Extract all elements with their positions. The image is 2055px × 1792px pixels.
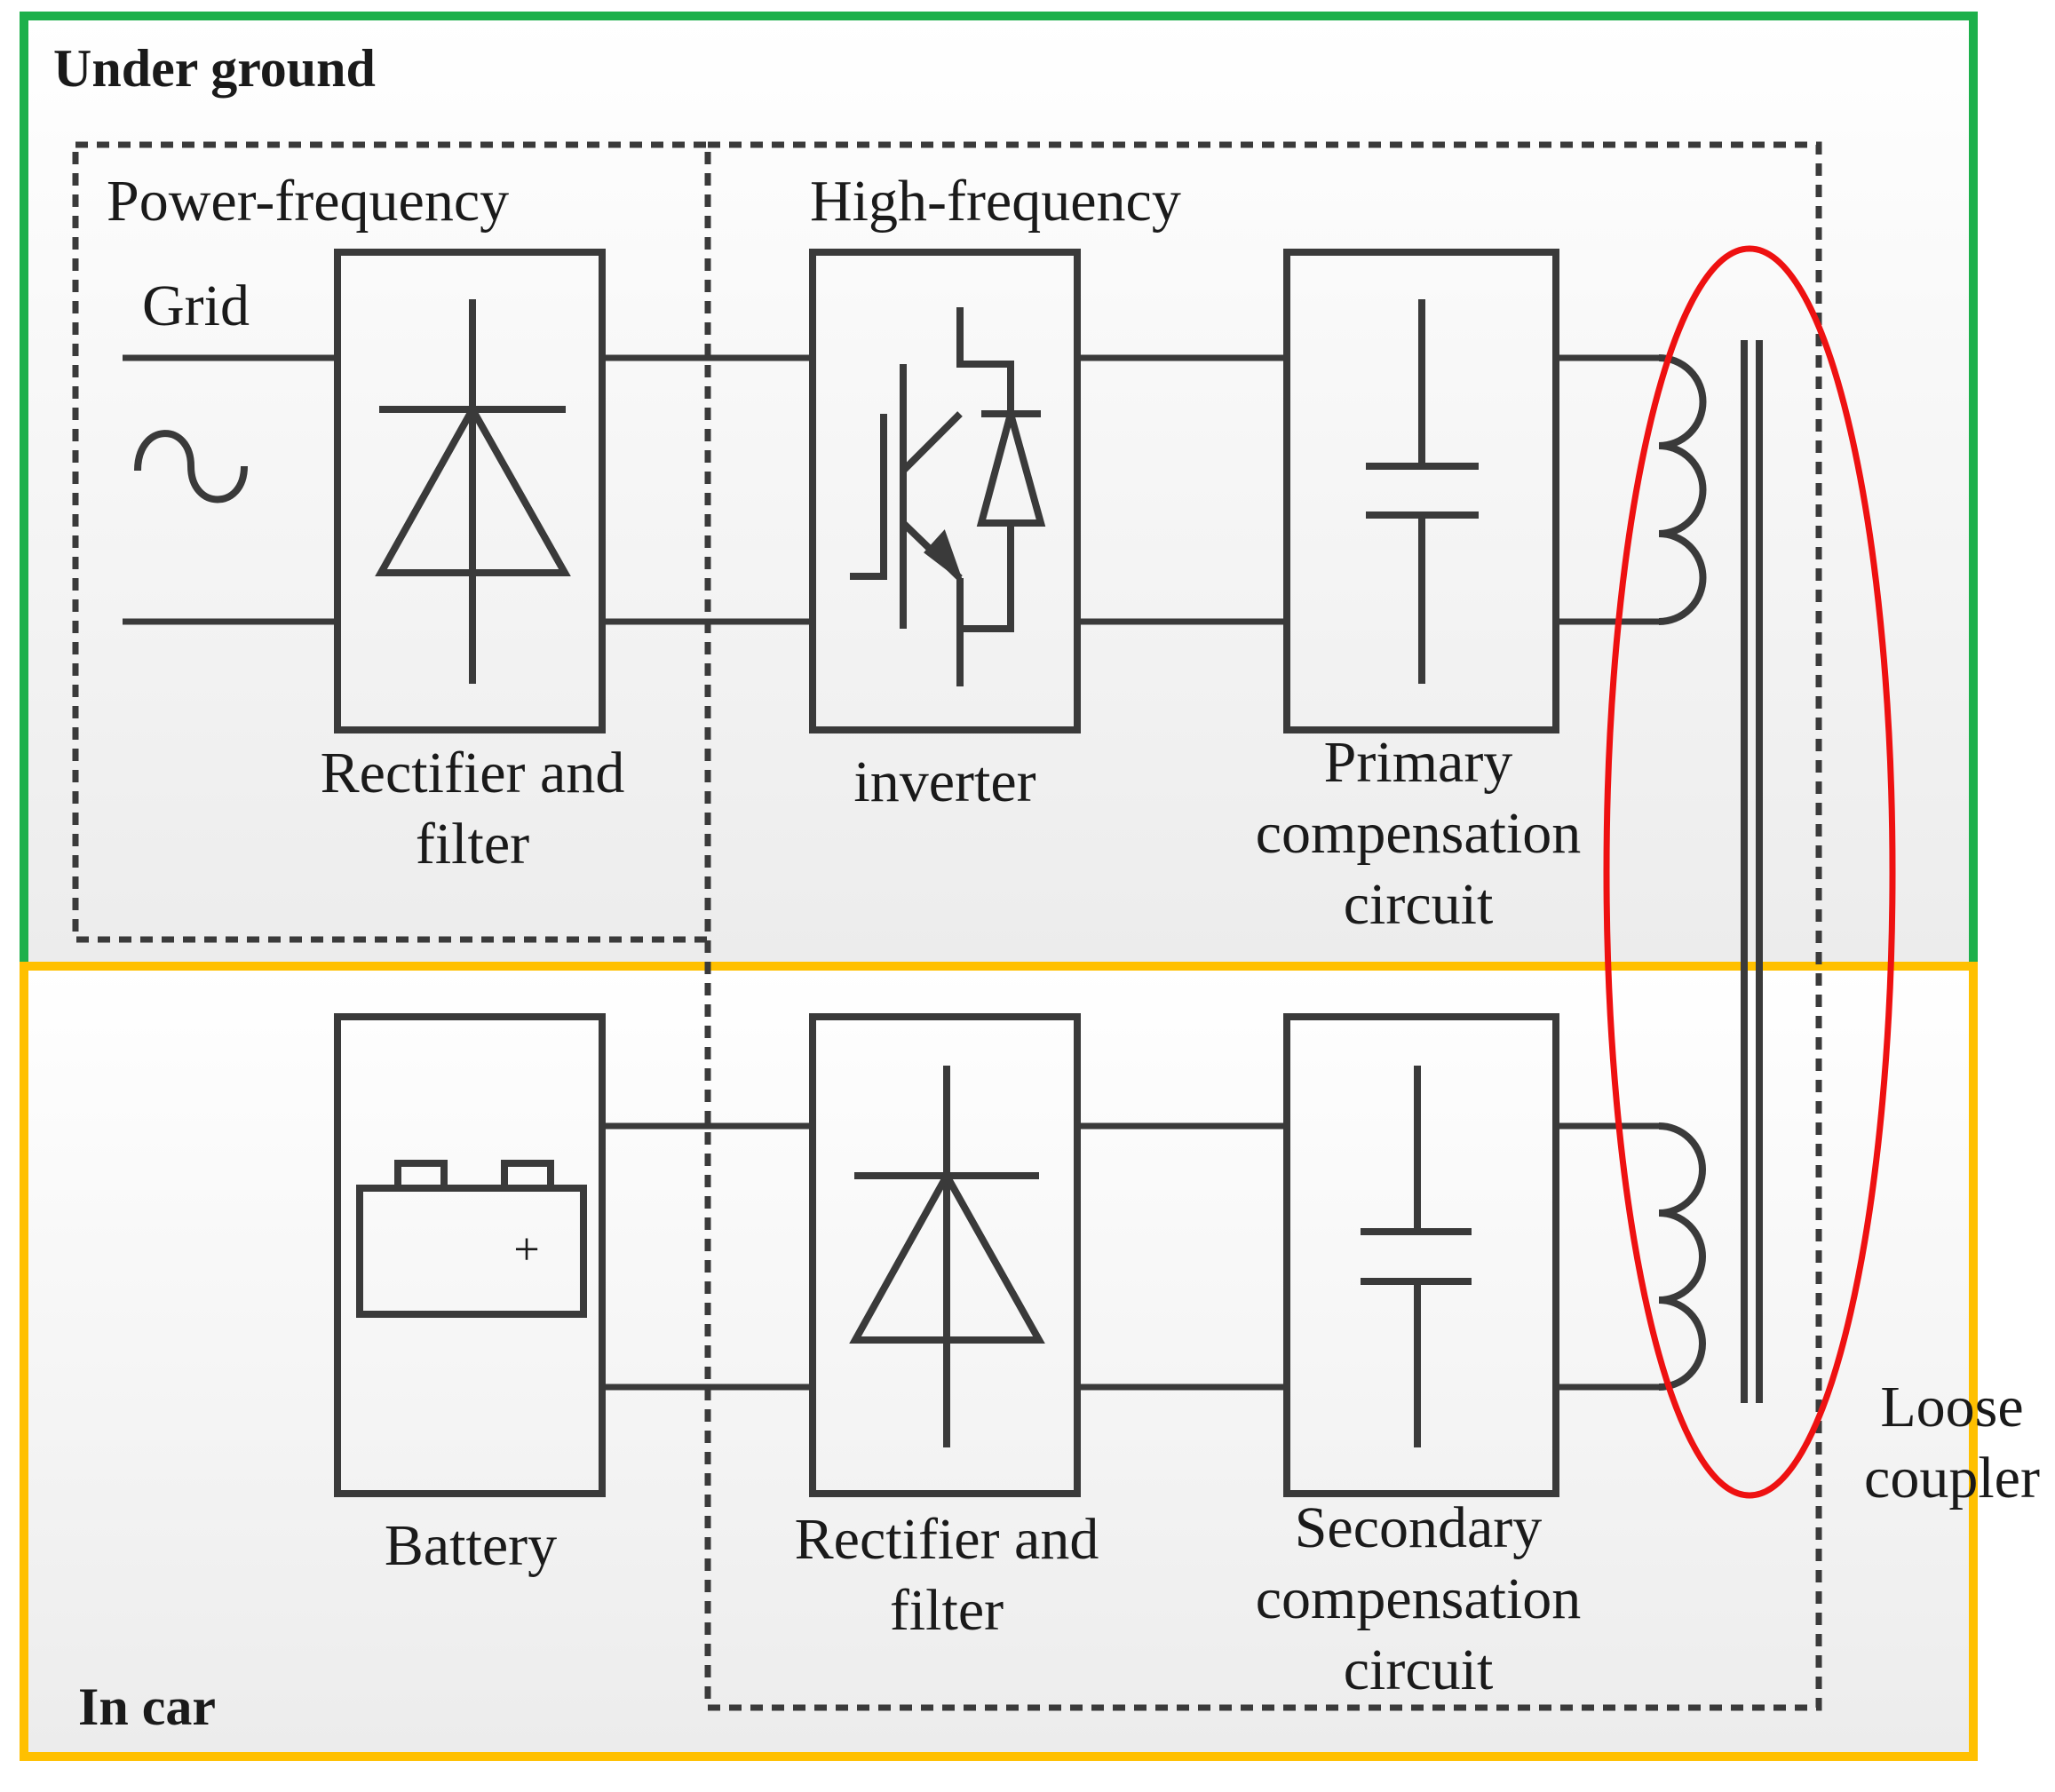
primary-comp-label-3: circuit — [1344, 872, 1494, 937]
primary-compensation-block — [1283, 249, 1559, 733]
high-frequency-group — [704, 141, 1822, 1711]
secondary-comp-label-2: compensation — [1256, 1566, 1582, 1631]
capacitor-icon — [1366, 299, 1479, 684]
secondary-rectifier-label-1: Rectifier and — [795, 1507, 1099, 1572]
diode-icon — [375, 299, 571, 684]
igbt-icon — [850, 307, 1046, 686]
loose-coupler-label-1: Loose — [1880, 1375, 2023, 1439]
primary-comp-label-2: compensation — [1256, 801, 1582, 866]
primary-coil-icon — [1658, 354, 1707, 625]
loose-coupler-label-2: coupler — [1864, 1446, 2040, 1511]
secondary-coil-icon — [1658, 1122, 1706, 1391]
battery-label: Battery — [385, 1513, 557, 1578]
battery-icon — [356, 1160, 587, 1318]
inverter-block — [809, 249, 1081, 733]
inverter-label: inverter — [853, 749, 1035, 814]
diode-icon — [849, 1066, 1045, 1447]
loose-coupler-highlight — [1603, 245, 1896, 1499]
secondary-rectifier-label-2: filter — [890, 1578, 1004, 1643]
primary-rectifier-block — [334, 249, 606, 733]
power-frequency-label: Power-frequency — [107, 169, 509, 234]
capacitor-icon — [1361, 1066, 1472, 1447]
primary-rectifier-label-1: Rectifier and — [321, 741, 625, 805]
battery-plus-sign: + — [513, 1225, 539, 1275]
in-car-region — [20, 962, 1978, 1761]
ac-source-icon — [134, 430, 248, 504]
secondary-comp-label-3: circuit — [1344, 1637, 1494, 1702]
battery-block — [334, 1013, 606, 1497]
in-car-label: In car — [78, 1677, 216, 1736]
grid-label: Grid — [142, 274, 250, 338]
primary-rectifier-label-2: filter — [416, 812, 529, 876]
secondary-compensation-block — [1283, 1013, 1559, 1497]
high-frequency-label: High-frequency — [810, 169, 1181, 234]
secondary-rectifier-block — [809, 1013, 1081, 1497]
secondary-comp-label-1: Secondary — [1295, 1495, 1543, 1560]
primary-comp-label-1: Primary — [1324, 730, 1513, 795]
under-ground-region — [20, 12, 1978, 971]
under-ground-label: Under ground — [53, 39, 376, 98]
